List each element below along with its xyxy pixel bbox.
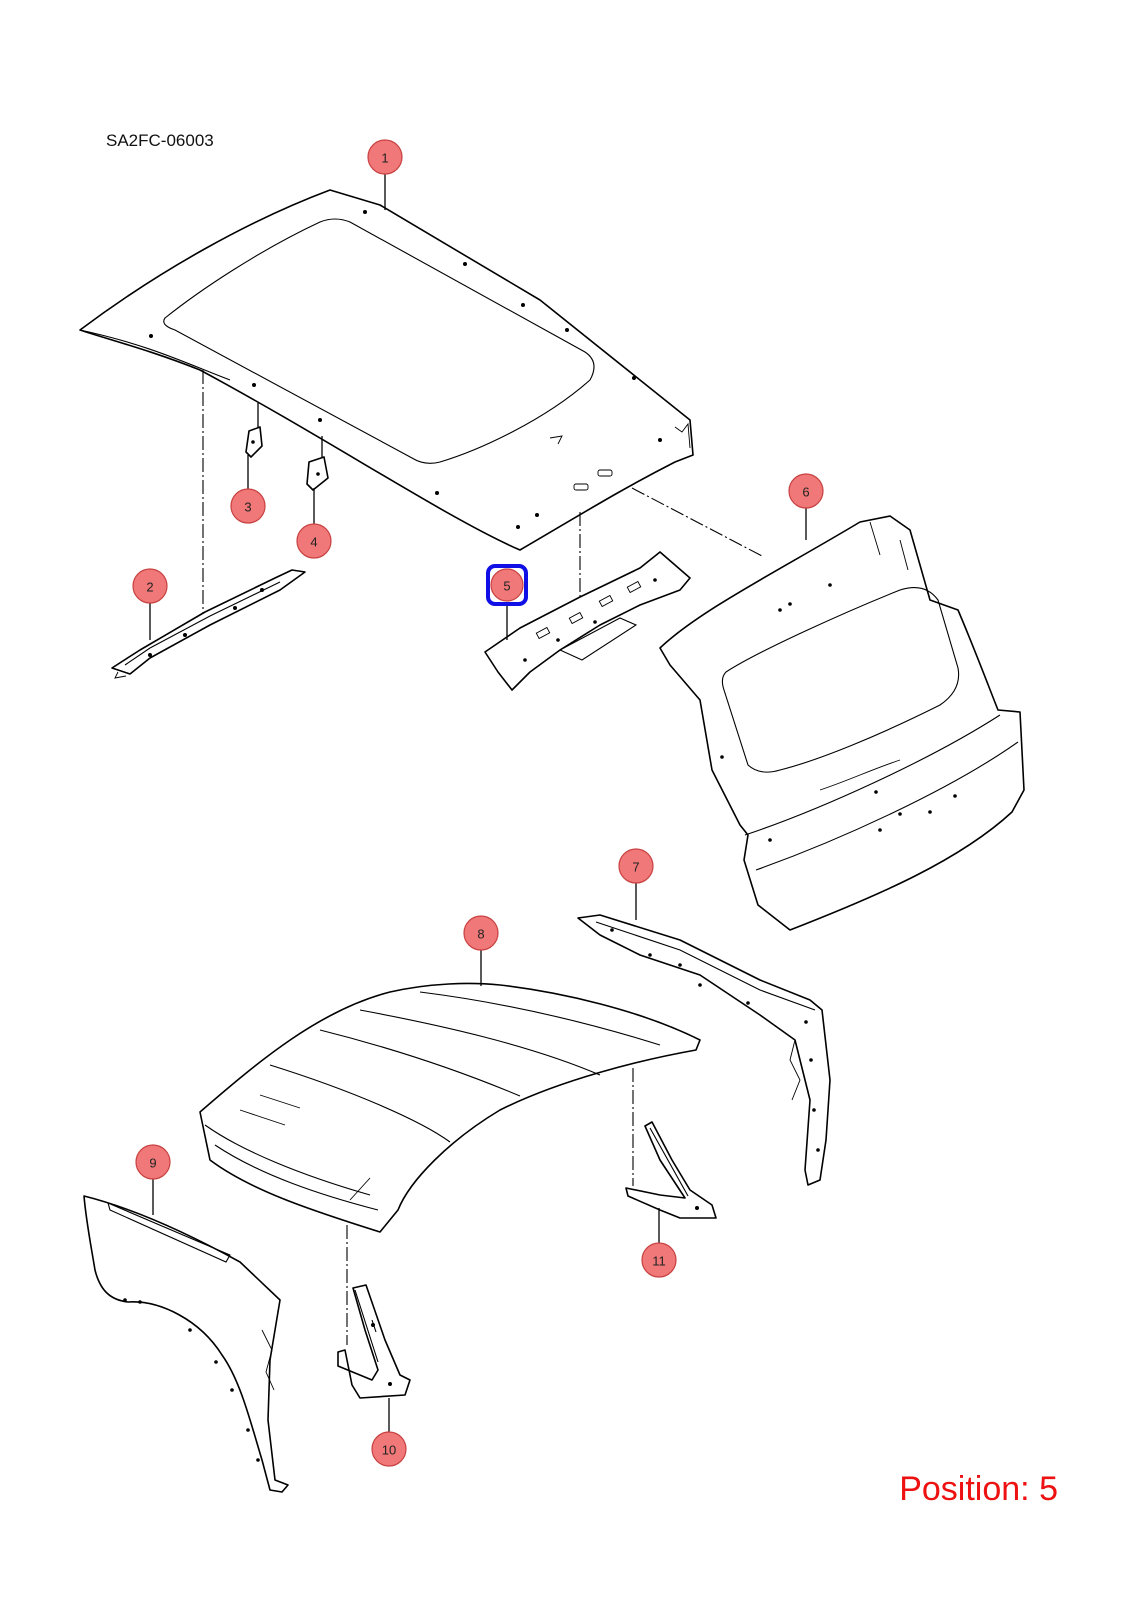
selection-highlight [486,564,528,606]
callout-1[interactable]: 1 [367,139,403,175]
position-label: Position: 5 [899,1470,1058,1509]
hood-hinge-left[interactable] [337,1284,411,1399]
callout-3[interactable]: 3 [230,488,266,524]
tailgate[interactable] [659,515,1025,931]
position-value: 5 [1039,1470,1058,1508]
svg-text:1: 1 [381,151,388,166]
svg-text:8: 8 [477,927,484,942]
svg-text:6: 6 [802,485,809,500]
bracket-4[interactable] [306,456,329,491]
callout-8[interactable]: 8 [463,915,499,951]
hood[interactable] [199,982,701,1233]
svg-text:9: 9 [149,1156,156,1171]
drawing-code: SA2FC-06003 [106,131,214,150]
front-fender[interactable] [83,1195,289,1493]
bracket-3[interactable] [245,426,263,458]
roof-panel[interactable] [79,189,694,551]
position-prefix: Position: [899,1470,1030,1508]
callout-2[interactable]: 2 [132,568,168,604]
svg-text:7: 7 [632,860,639,875]
callout-5[interactable]: 5 [486,564,528,606]
svg-text:4: 4 [310,535,317,550]
rear-side-panel[interactable] [577,914,831,1186]
callout-6[interactable]: 6 [788,473,824,509]
svg-text:5: 5 [503,579,510,594]
callout-11[interactable]: 11 [641,1242,677,1278]
callout-10[interactable]: 10 [371,1431,407,1467]
hood-hinge-right[interactable] [625,1121,717,1219]
svg-text:3: 3 [244,500,251,515]
callout-9[interactable]: 9 [135,1144,171,1180]
callout-4[interactable]: 4 [296,523,332,559]
callout-7[interactable]: 7 [618,848,654,884]
svg-text:11: 11 [652,1254,666,1269]
svg-text:10: 10 [382,1443,396,1458]
front-roof-rail[interactable] [111,569,306,679]
rear-roof-cross-member[interactable] [484,551,691,691]
svg-text:2: 2 [146,580,153,595]
